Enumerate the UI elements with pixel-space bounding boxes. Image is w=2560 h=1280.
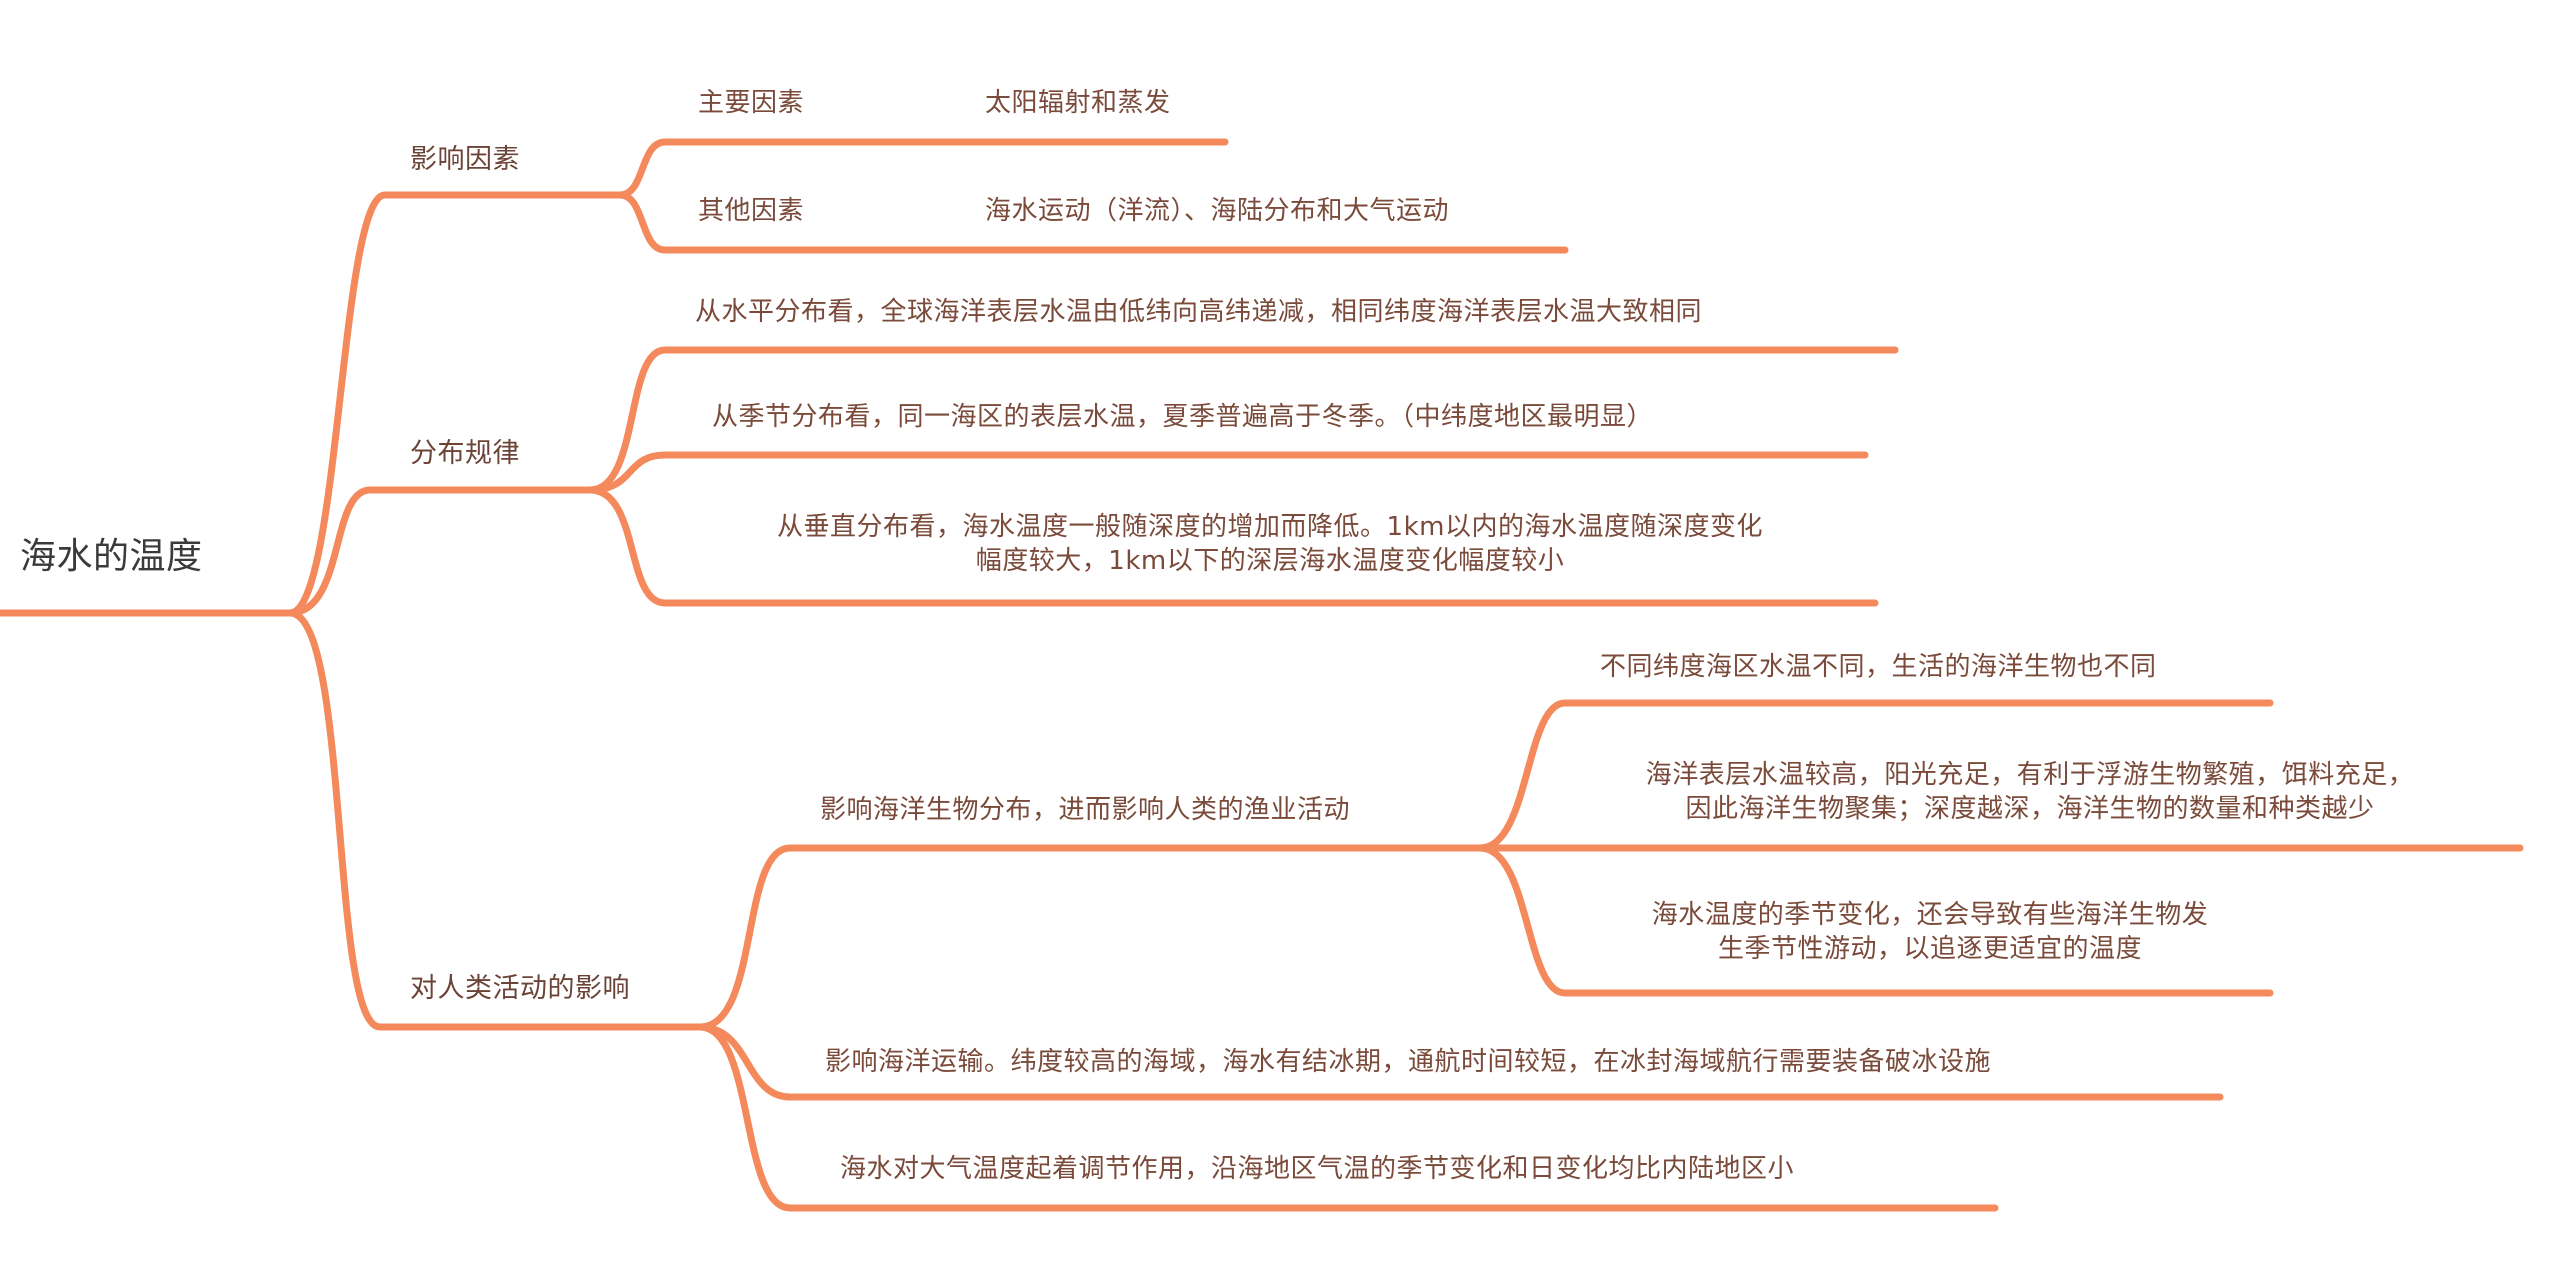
impact-transport[interactable]: 影响海洋运输。纬度较高的海域，海水有结冰期，通航时间较短，在冰封海域航行需要装备… <box>825 1047 1992 1077</box>
main-factor-label[interactable]: 主要因素 <box>698 88 805 118</box>
bio-seasonal-note[interactable]: 海水温度的季节变化，还会导致有些海洋生物发 生季节性游动，以追逐更适宜的温度 <box>1590 898 2270 966</box>
other-factor-value[interactable]: 海水运动（洋流）、海陆分布和大气运动 <box>985 196 1450 226</box>
bio-surface-line1: 海洋表层水温较高，阳光充足，有利于浮游生物繁殖，饵料充足， <box>1645 760 2415 790</box>
main-factor-value[interactable]: 太阳辐射和蒸发 <box>985 88 1171 118</box>
distribution-seasonal[interactable]: 从季节分布看，同一海区的表层水温，夏季普遍高于冬季。（中纬度地区最明显） <box>712 402 1654 432</box>
bio-seasonal-line2: 生季节性游动，以追逐更适宜的温度 <box>1717 934 2142 964</box>
bio-seasonal-line1: 海水温度的季节变化，还会导致有些海洋生物发 <box>1651 900 2209 930</box>
root-node[interactable]: 海水的温度 <box>20 536 203 577</box>
connector-other-factor <box>616 191 1569 254</box>
connector-climate <box>696 1023 1999 1212</box>
connector-horizontal <box>586 346 1899 494</box>
connector-biology <box>696 844 1484 1031</box>
distribution-vertical-line1: 从垂直分布看，海水温度一般随深度的增加而降低。1km以内的海水温度随深度变化 <box>777 512 1763 542</box>
distribution-vertical-line2: 幅度较大，1km以下的深层海水温度变化幅度较小 <box>975 546 1565 576</box>
connector-root-human <box>286 609 704 1031</box>
other-factor-label[interactable]: 其他因素 <box>698 196 805 226</box>
connector-bio-latitude <box>1476 699 2274 852</box>
bio-surface-note[interactable]: 海洋表层水温较高，阳光充足，有利于浮游生物繁殖，饵料充足， 因此海洋生物聚集；深… <box>1590 758 2470 826</box>
distribution-vertical[interactable]: 从垂直分布看，海水温度一般随深度的增加而降低。1km以内的海水温度随深度变化 幅… <box>695 510 1845 578</box>
connector-bio-seasonal <box>1476 844 2274 997</box>
connector-main-factor <box>616 138 1229 199</box>
bio-latitude-note[interactable]: 不同纬度海区水温不同，生活的海洋生物也不同 <box>1600 652 2157 682</box>
impact-marine-biology[interactable]: 影响海洋生物分布，进而影响人类的渔业活动 <box>820 795 1351 825</box>
branch-distribution[interactable]: 分布规律 <box>410 438 520 469</box>
branch-influence-factors[interactable]: 影响因素 <box>410 144 520 175</box>
connector-vertical <box>586 486 1879 607</box>
branch-human-impact[interactable]: 对人类活动的影响 <box>410 973 630 1004</box>
connector-root-distribution <box>286 486 594 617</box>
bio-surface-line2: 因此海洋生物聚集；深度越深，海洋生物的数量和种类越少 <box>1685 794 2375 824</box>
impact-climate[interactable]: 海水对大气温度起着调节作用，沿海地区气温的季节变化和日变化均比内陆地区小 <box>840 1154 1795 1184</box>
distribution-horizontal[interactable]: 从水平分布看，全球海洋表层水温由低纬向高纬递减，相同纬度海洋表层水温大致相同 <box>695 297 1703 327</box>
connector-seasonal <box>586 451 1869 494</box>
connector-root-influence <box>286 191 624 617</box>
